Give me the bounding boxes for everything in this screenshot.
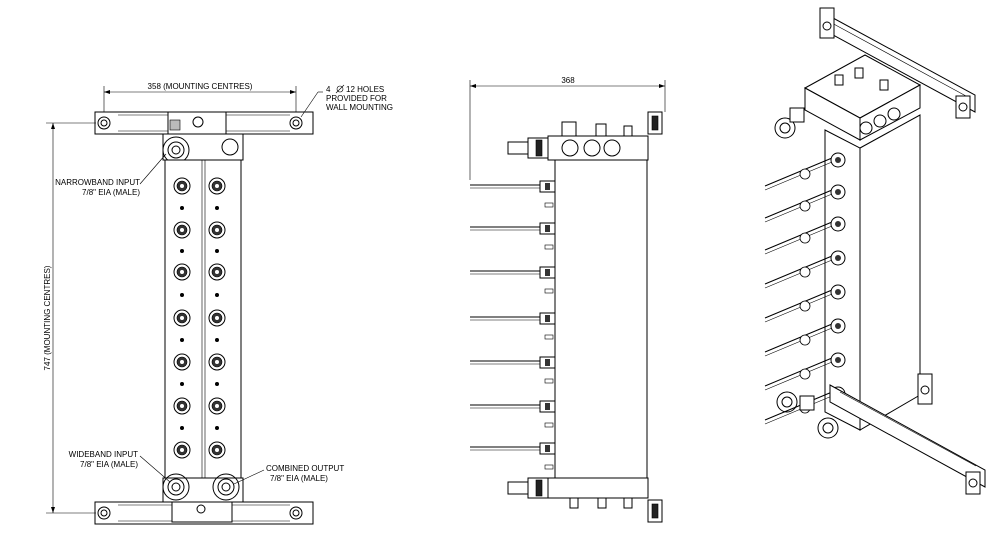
tuning-connector [208,263,226,281]
screw [215,206,219,210]
svg-text:12 HOLES: 12 HOLES [346,85,384,94]
iso-probe [764,284,846,323]
screw [180,426,184,430]
screw [180,382,184,386]
top-manifold [162,133,244,161]
tuning-probe [470,266,556,294]
dim-368-label: 368 [561,76,575,85]
screw [180,293,184,297]
wideband-input-label: WIDEBAND INPUT [69,450,138,459]
tuning-probe [470,400,556,428]
screw [215,382,219,386]
tuning-connector [208,177,226,195]
iso-front-face [859,114,921,431]
iso-probe [764,152,846,191]
bottom-manifold [162,477,244,503]
combined-output-label: COMBINED OUTPUT [266,464,344,473]
screw [215,426,219,430]
screw [215,249,219,253]
svg-text:WALL MOUNTING: WALL MOUNTING [326,103,393,112]
tuning-probe [470,356,556,384]
screw [215,338,219,342]
tuning-connector [173,441,191,459]
iso-probe [764,250,846,289]
svg-text:7/8" EIA (MALE): 7/8" EIA (MALE) [270,474,328,483]
mounting-hole [97,506,111,520]
front-tuning-connectors [173,177,226,459]
combined-output-connector [212,473,240,501]
tuning-connector [208,221,226,239]
tuning-probe [470,442,556,470]
tuning-connector [173,309,191,327]
iso-bottom-rail [829,384,986,488]
mounting-hole [289,506,303,520]
screw [180,206,184,210]
diameter-symbol [336,85,344,93]
tuning-connector [208,309,226,327]
tuning-connector [208,441,226,459]
tuning-connector [173,263,191,281]
wideband-connector [162,473,190,501]
tuning-connector [208,397,226,415]
side-filter-body [554,159,648,479]
side-view: 368 [469,76,666,523]
iso-probe [764,318,846,357]
front-view: 358 (MOUNTING CENTRES) 747 (MOUNTING CEN… [43,82,393,525]
narrowband-input-label: NARROWBAND INPUT [55,178,140,187]
tuning-connector [173,177,191,195]
svg-text:PROVIDED FOR: PROVIDED FOR [326,94,387,103]
mounting-hole [97,116,111,130]
holes-count: 4 [326,85,331,94]
svg-text:7/8" EIA (MALE): 7/8" EIA (MALE) [80,460,138,469]
iso-probe [764,352,846,391]
tuning-probe [470,312,556,340]
iso-tuning-probes [764,152,846,425]
tuning-connector [208,353,226,371]
isometric-view [764,7,986,495]
tuning-connector [173,221,191,239]
tuning-connector [173,353,191,371]
dim-747-label: 747 (MOUNTING CENTRES) [43,265,52,370]
screw [215,293,219,297]
iso-probe [764,216,846,255]
iso-probe [764,184,846,223]
screw [180,338,184,342]
tuning-connector [173,397,191,415]
mounting-hole [289,116,303,130]
svg-text:7/8" EIA (MALE): 7/8" EIA (MALE) [82,188,140,197]
tuning-probe [470,180,556,208]
side-tuning-probes [470,180,556,470]
dim-358-label: 358 (MOUNTING CENTRES) [148,82,253,91]
tuning-probe [470,222,556,250]
screw [180,249,184,253]
